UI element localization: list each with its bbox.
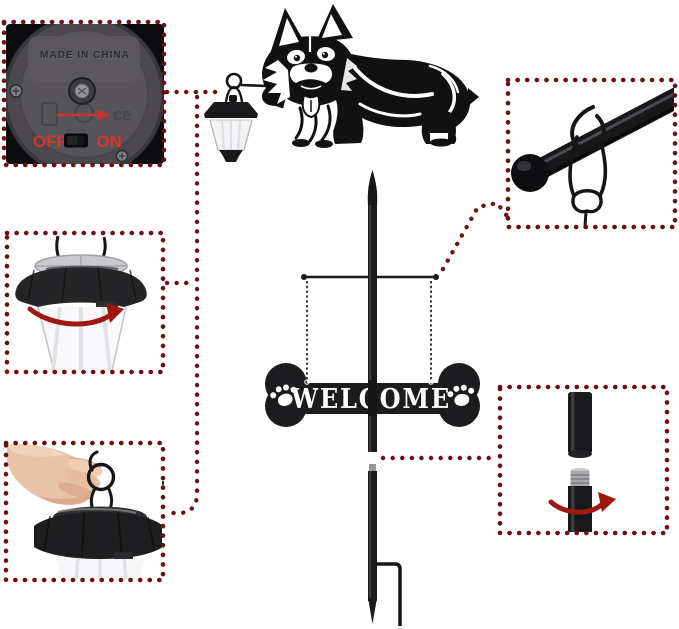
corgi-rear-paw	[430, 138, 452, 147]
switch-on-label: ON	[96, 132, 122, 151]
corgi-muzzle	[289, 63, 333, 83]
dotted-connectors	[164, 89, 514, 516]
switch-direction-arrow	[57, 109, 110, 121]
hand-photo	[7, 444, 103, 505]
corgi-fur-highlights	[353, 64, 460, 118]
chain-hole	[304, 379, 310, 385]
corgi-front-paw	[315, 140, 333, 148]
switch-off-label: OFF	[33, 132, 67, 151]
base-name-plate	[28, 36, 140, 82]
wire-hook	[568, 105, 608, 226]
corgi-front-paw	[292, 139, 310, 147]
dotted-callout-border	[505, 77, 678, 230]
twist-arrow-icon	[27, 303, 124, 327]
pole-lower-section	[368, 471, 377, 601]
joint-threads	[570, 468, 590, 486]
arm-pole-photo	[524, 85, 674, 183]
screw-icon	[115, 149, 129, 163]
arm-ball-cap	[511, 154, 549, 192]
lantern-cap-large	[15, 267, 147, 307]
stake-assembly: WELCOME	[265, 170, 480, 626]
made-in-china-label: MADE IN CHINA	[40, 50, 130, 61]
pole-finial	[367, 170, 378, 206]
callout-lantern-twist	[4, 230, 166, 375]
corgi-chest	[282, 98, 338, 147]
callout-pole-joint	[497, 384, 670, 536]
lantern-cap-large	[34, 512, 162, 559]
dotted-callout-border	[4, 230, 166, 375]
paw-print-icon	[447, 384, 475, 406]
lantern-foot	[219, 150, 243, 162]
lantern-cap	[204, 102, 258, 118]
stake-point	[368, 598, 377, 624]
chain-hole	[428, 379, 434, 385]
ground-prong	[377, 562, 402, 626]
paw-print-icon	[270, 384, 297, 406]
corgi-tail	[468, 88, 479, 106]
lantern-hanger-wire	[224, 85, 244, 103]
callout-arm-hook	[505, 77, 678, 230]
callout-hand-hanging	[3, 440, 166, 583]
power-switch	[64, 133, 88, 148]
pole-upper-section	[368, 205, 377, 452]
ce-mark-label: CE	[113, 108, 131, 123]
connector-left-column	[164, 94, 200, 516]
threaded-connector-tip	[369, 464, 376, 472]
dotted-callout-border	[497, 384, 670, 536]
dotted-callout-border	[3, 440, 166, 583]
svg-text:MADE IN CHINA: MADE IN CHINA	[41, 51, 131, 62]
callout-battery-base: MADE IN CHINA MADE IN CHINA	[1, 19, 167, 168]
corgi-silhouette	[261, 4, 479, 148]
connector-arm-to-hook-detail	[440, 200, 514, 272]
corgi-nose	[304, 63, 318, 73]
dotted-callout-border	[1, 19, 167, 168]
twist-arrow-icon	[548, 492, 616, 515]
screw-icon	[9, 84, 23, 98]
base-center-knob	[68, 77, 96, 105]
